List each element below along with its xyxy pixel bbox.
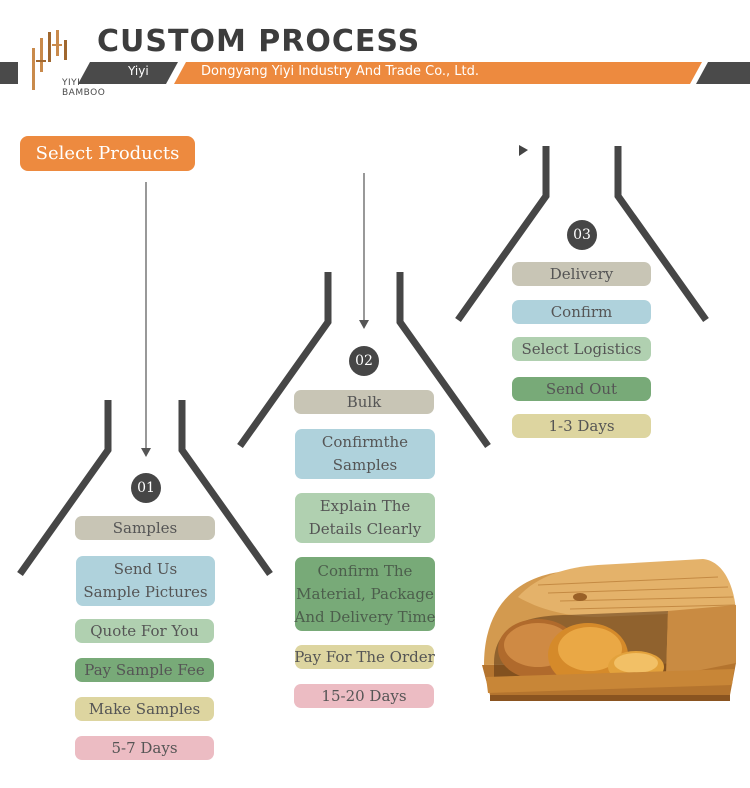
header-band (0, 62, 750, 84)
stage-3-step: Select Logistics (512, 337, 651, 361)
stage-1-step: Make Samples (75, 697, 214, 721)
step-line: Sample Pictures (83, 583, 208, 601)
stage-2-number-badge: 02 (349, 346, 379, 376)
step-line: Make Samples (88, 699, 201, 718)
stage-3-duration: 1-3 Days (512, 414, 651, 438)
step-line: Confirmthe (321, 433, 409, 451)
stage-3-step: Confirm (512, 300, 651, 324)
bamboo-logo-icon (32, 30, 67, 90)
stage-2-duration: 15-20 Days (294, 684, 434, 708)
stage-2-step: Explain The Details Clearly (295, 493, 435, 543)
step-line: 15-20 Days (321, 686, 407, 705)
stage-1-duration: 5-7 Days (75, 736, 214, 760)
brand-name: Yiyi (128, 64, 149, 78)
step-line: Select Logistics (521, 339, 642, 358)
step-line: Confirm The (317, 561, 413, 580)
logo-line-2: BAMBOO (62, 88, 106, 98)
stage-3-step: Send Out (512, 377, 651, 401)
arrow-down-icon (359, 320, 369, 329)
step-line: 1-3 Days (548, 416, 615, 435)
step-line: Confirm (550, 302, 613, 321)
step-line: Explain The (319, 497, 411, 515)
step-line: Send Us (113, 560, 178, 578)
stage-2-step: Confirm The Material, Package And Delive… (294, 557, 436, 631)
stage-2-title: Bulk (294, 390, 434, 414)
arrow-down-icon (141, 448, 151, 457)
logo-line-1: YIYI (62, 78, 81, 88)
stage-1-step: Send Us Sample Pictures (76, 556, 215, 606)
arrow-right-icon (519, 145, 528, 156)
logo-wordmark: YIYI BAMBOO (62, 78, 105, 98)
select-products-button[interactable]: Select Products (20, 136, 195, 171)
step-line: Quote For You (90, 621, 199, 640)
stage-2-step: Confirmthe Samples (295, 429, 435, 479)
step-line: Send Out (545, 379, 618, 398)
stage-2-step: Pay For The Order (294, 645, 435, 669)
brand-logo: YIYI BAMBOO (22, 30, 112, 100)
step-line: And Delivery Time (294, 607, 436, 626)
step-line: Details Clearly (308, 520, 422, 538)
stage-3-number-badge: 03 (567, 220, 597, 250)
stage-1-number-badge: 01 (131, 473, 161, 503)
stage-3-title: Delivery (512, 262, 651, 286)
company-name: Dongyang Yiyi Industry And Trade Co., Lt… (201, 64, 480, 79)
stage-1-step: Quote For You (75, 619, 214, 643)
stage-1-step: Pay Sample Fee (75, 658, 214, 682)
step-line: Samples (332, 456, 398, 474)
step-line: Pay Sample Fee (84, 660, 205, 679)
page-title: CUSTOM PROCESS (97, 24, 421, 59)
step-line: Pay For The Order (294, 647, 435, 666)
stage-1-title: Samples (75, 516, 215, 540)
step-line: 5-7 Days (111, 738, 178, 757)
step-line: Material, Package (296, 584, 434, 603)
bread-box-image (482, 559, 736, 701)
